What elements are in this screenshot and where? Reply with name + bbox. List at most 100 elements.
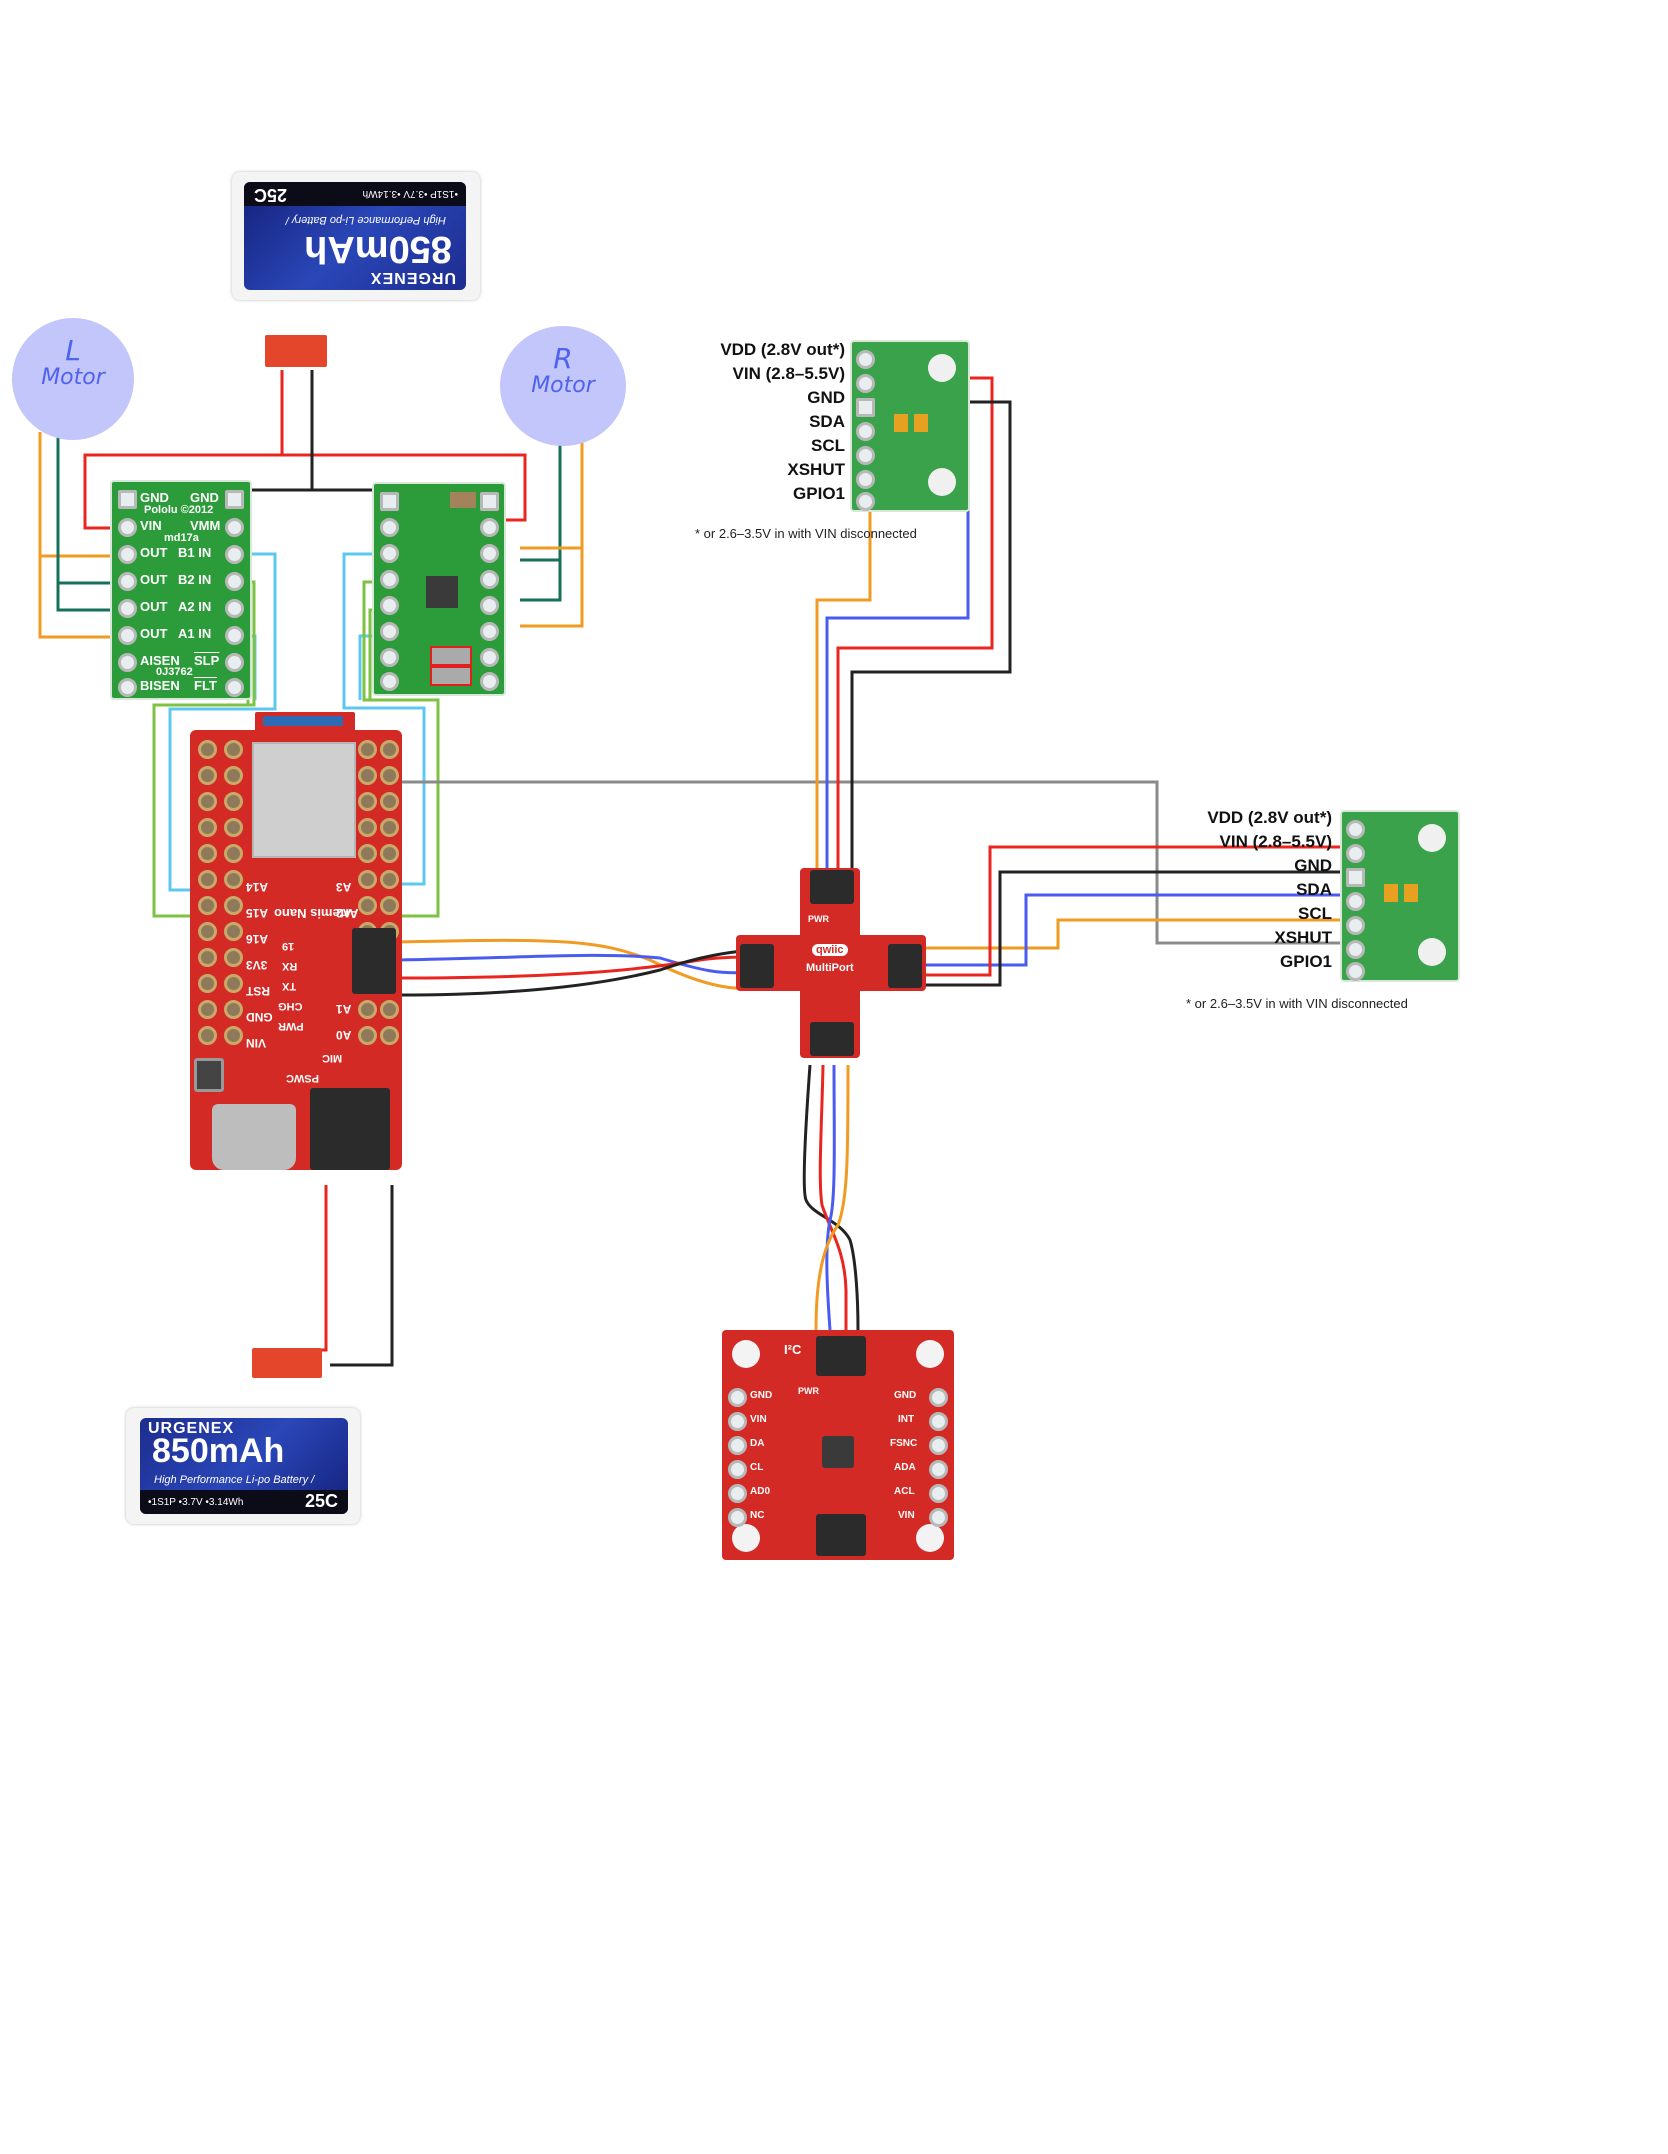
imu-pwr-label: PWR xyxy=(798,1386,819,1396)
multiport-connector-bottom[interactable] xyxy=(810,1022,854,1056)
mount-hole xyxy=(732,1340,760,1368)
pin-label: B1 IN xyxy=(178,545,212,560)
battery-rate: 25C xyxy=(304,1491,338,1511)
pin-label: AISEN xyxy=(140,653,180,668)
pin-pad xyxy=(118,545,137,564)
solder-jumper xyxy=(430,666,472,686)
imu-pin-left: VIN xyxy=(750,1414,767,1425)
pin-pad xyxy=(358,1026,377,1045)
imu-pin-left: GND xyxy=(750,1390,773,1401)
mount-hole xyxy=(1418,938,1446,966)
imu-pin-left: NC xyxy=(750,1510,765,1521)
left-motor-side-label: L xyxy=(65,334,81,367)
pin-label: OUT xyxy=(140,545,168,560)
multiport-name: MultiPort xyxy=(806,962,854,974)
solder-jumper xyxy=(430,646,472,666)
mount-hole xyxy=(732,1524,760,1552)
pin-pad xyxy=(358,1000,377,1019)
pin-pad xyxy=(198,974,217,993)
pin-pad xyxy=(856,374,875,393)
mount-hole xyxy=(916,1340,944,1368)
wire-right-motor-a2 xyxy=(520,548,584,628)
left-motor-driver: GND GND Pololu ©2012 VIN VMM md17a OUT B… xyxy=(110,480,252,700)
pin-pad xyxy=(225,626,244,645)
reset-button[interactable] xyxy=(194,1058,224,1092)
wire-left-motor-b xyxy=(56,436,118,585)
pin-label: B2 IN xyxy=(178,572,212,587)
usb-c-port[interactable] xyxy=(212,1104,296,1170)
pin-pad xyxy=(224,922,243,941)
multiport-connector-top[interactable] xyxy=(810,870,854,904)
pin-label-vin: VIN xyxy=(246,1036,267,1050)
sensor-right-pin-gpio1: GPIO1 xyxy=(1280,952,1332,971)
left-motor-label: Motor xyxy=(41,365,105,390)
battery-subtitle: High Performance Li-po Battery / xyxy=(154,1474,315,1486)
pin-pad xyxy=(1346,820,1365,839)
pin-pad xyxy=(224,974,243,993)
imu-pin-right: VIN xyxy=(898,1510,915,1521)
pin-label: BISEN xyxy=(140,678,180,693)
wire-left-motor-b2 xyxy=(56,583,118,612)
pin-pad xyxy=(480,570,499,589)
pin-pad xyxy=(728,1436,747,1455)
pin-pad xyxy=(480,544,499,563)
pin-pad xyxy=(198,870,217,889)
pin-pad xyxy=(224,896,243,915)
pin-pad xyxy=(224,870,243,889)
sensor-top-pin-gpio1: GPIO1 xyxy=(793,484,845,503)
pin-pad xyxy=(224,740,243,759)
left-motor: L Motor xyxy=(12,318,134,440)
battery-subtitle: High Performance Li-po Battery / xyxy=(285,214,446,226)
battery-brand: URGENEX xyxy=(148,1420,235,1437)
right-motor: R Motor xyxy=(500,326,626,446)
artemis-qwiic-connector[interactable] xyxy=(352,928,396,994)
pin-pad xyxy=(358,844,377,863)
sensor-right-pin-vin: VIN (2.8–5.5V) xyxy=(1219,832,1332,851)
pin-pad xyxy=(358,896,377,915)
wire-bottom-battery-power xyxy=(320,1185,328,1352)
pin-pad xyxy=(480,622,499,641)
imu-qwiic-connector-top[interactable] xyxy=(816,1336,866,1376)
multiport-connector-left[interactable] xyxy=(740,944,774,988)
imu-pin-right: GND xyxy=(894,1390,917,1401)
pin-pad xyxy=(225,490,244,509)
pin-label: VIN xyxy=(140,518,162,533)
pin-pad xyxy=(728,1388,747,1407)
pin-label: FLT xyxy=(194,678,217,693)
pin-pad xyxy=(225,572,244,591)
top-battery-connector xyxy=(265,335,327,367)
led-label-tx: TX xyxy=(282,980,297,992)
pin-label: GND xyxy=(190,490,219,505)
sensor-top-pin-vin: VIN (2.8–5.5V) xyxy=(732,364,845,383)
pin-pad xyxy=(380,870,399,889)
pin-pad xyxy=(198,948,217,967)
imu-qwiic-connector-bottom[interactable] xyxy=(816,1514,866,1556)
pin-pad xyxy=(380,1026,399,1045)
sensor-top-pin-gnd: GND xyxy=(807,388,845,407)
pin-pad xyxy=(118,518,137,537)
imu-pin-right: ACL xyxy=(894,1486,915,1497)
wire-left-motor-a2 xyxy=(38,556,118,639)
model-label: md17a xyxy=(164,532,199,544)
pin-pad xyxy=(358,870,377,889)
pin-pad xyxy=(1346,892,1365,911)
battery-jst-connector[interactable] xyxy=(310,1088,390,1170)
pin-pad xyxy=(118,678,137,697)
imu-pin-right: FSNC xyxy=(890,1438,918,1449)
pin-pad xyxy=(198,896,217,915)
battery-brand: URGENEX xyxy=(369,269,456,286)
led-label-rx: RX xyxy=(282,960,298,972)
brand-label: Pololu ©2012 xyxy=(144,504,214,516)
imu-pin-right: INT xyxy=(898,1414,915,1425)
pin-pad xyxy=(480,596,499,615)
pin-pad xyxy=(856,470,875,489)
wire-right-motor-b xyxy=(520,436,562,562)
wire-right-motor-b2 xyxy=(520,560,562,602)
imu-pin-left: AD0 xyxy=(750,1486,771,1497)
mic-label: MIC xyxy=(322,1052,343,1064)
artemis-nano-board: A14 A15 A16 3V3 RST GND VIN A3 A2 A1 A0 … xyxy=(190,712,402,1170)
pin-pad xyxy=(728,1460,747,1479)
multiport-connector-right[interactable] xyxy=(888,944,922,988)
pin-label-3v3: 3V3 xyxy=(246,958,268,972)
pin-pad xyxy=(198,844,217,863)
